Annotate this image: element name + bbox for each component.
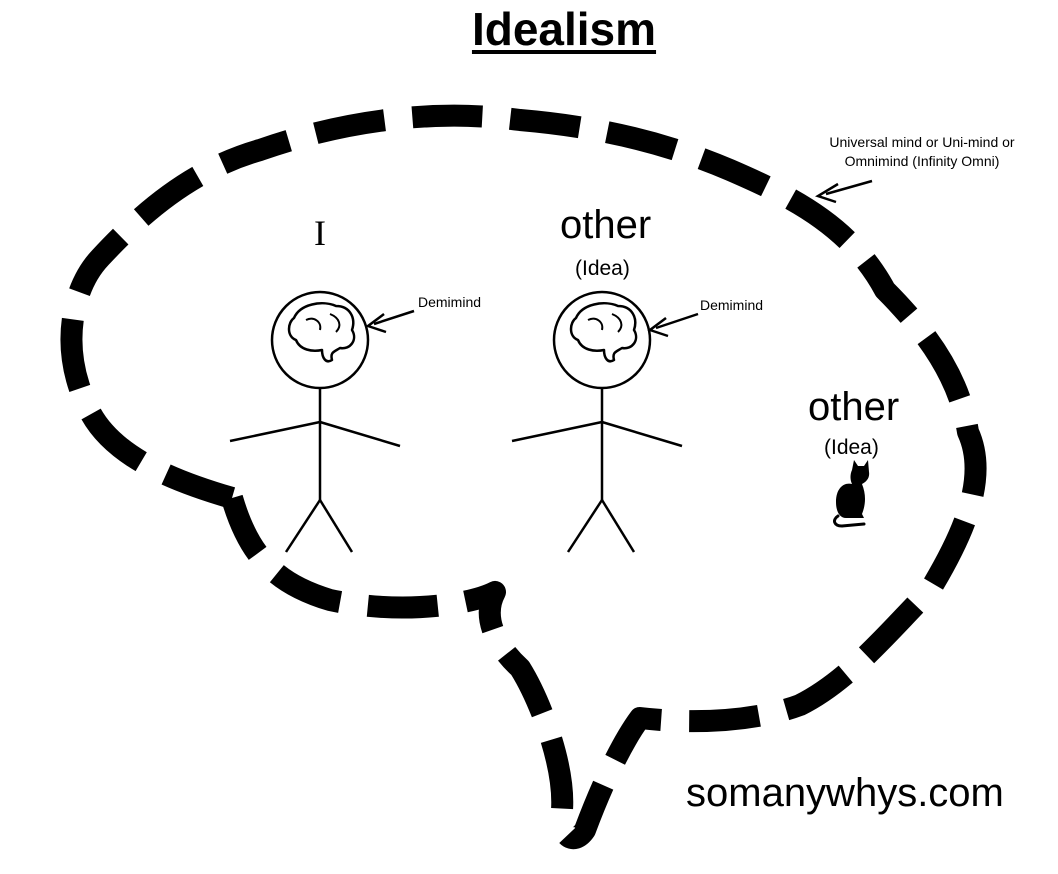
self-label: I bbox=[314, 213, 326, 253]
brain-icon bbox=[569, 302, 638, 363]
page-title: Idealism bbox=[471, 3, 657, 55]
universal-mind-bubble bbox=[60, 104, 987, 849]
other-cat-sublabel: (Idea) bbox=[824, 436, 879, 459]
other-person-sublabel: (Idea) bbox=[575, 257, 630, 280]
other-person-label: other bbox=[560, 203, 652, 247]
website-credit: somanywhys.com bbox=[686, 771, 1004, 815]
other-demimind-arrow bbox=[647, 312, 699, 338]
universal-mind-arrow bbox=[815, 179, 873, 204]
cat-icon bbox=[833, 460, 870, 528]
self-demimind-label: Demimind bbox=[418, 294, 482, 310]
other-figure bbox=[511, 290, 683, 553]
self-demimind-arrow bbox=[365, 309, 415, 334]
self-figure bbox=[229, 290, 401, 553]
brain-icon bbox=[287, 302, 356, 363]
other-cat-label: other bbox=[808, 385, 900, 429]
universal-mind-label: Universal mind or Uni-mind or Omnimind (… bbox=[829, 134, 1015, 169]
other-demimind-label: Demimind bbox=[700, 297, 764, 313]
